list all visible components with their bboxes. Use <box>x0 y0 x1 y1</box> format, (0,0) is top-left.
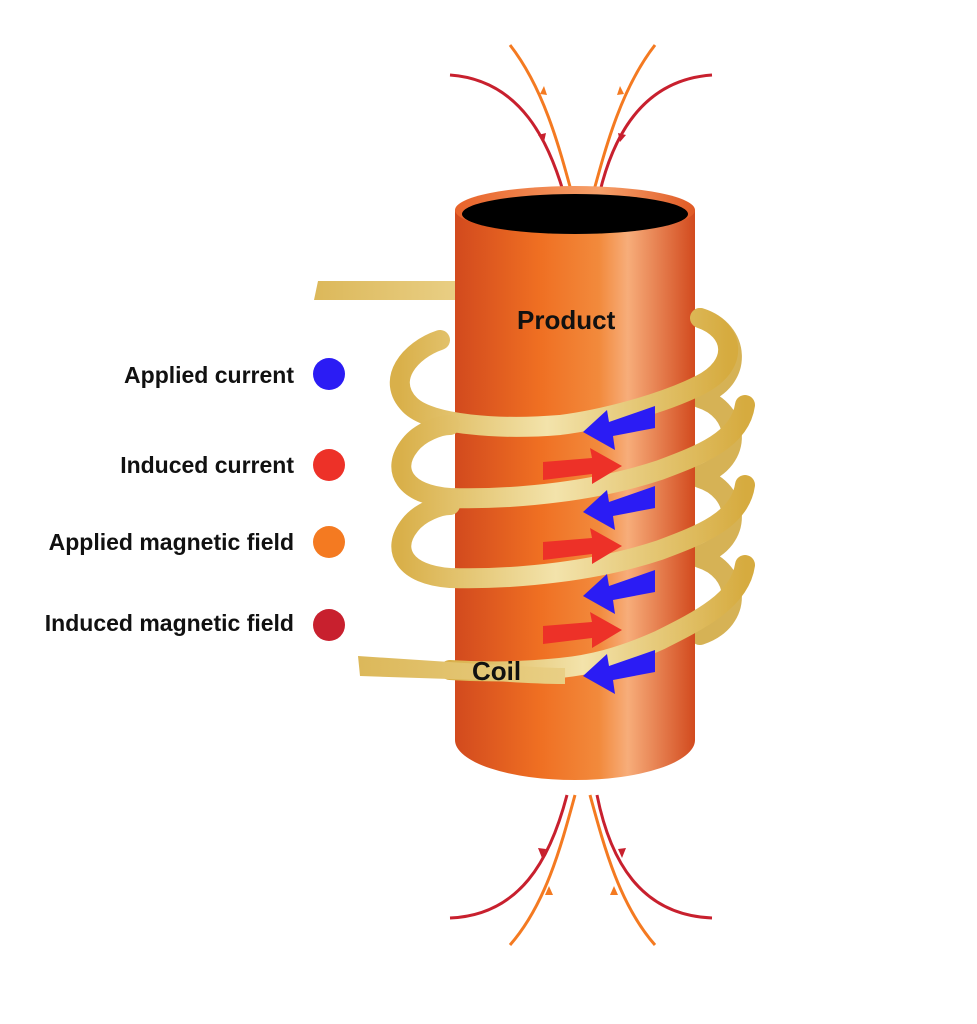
induced-field-line <box>449 73 569 206</box>
legend-label-applied-magnetic-field: Applied magnetic field <box>48 529 294 555</box>
applied-current-arrow <box>583 406 655 450</box>
coil-label: Coil <box>472 656 522 686</box>
legend-label-induced-current: Induced current <box>120 452 294 478</box>
applied-field-line <box>588 794 657 946</box>
arrowhead <box>538 133 546 142</box>
legend-swatch-applied-current <box>313 358 345 390</box>
arrowhead <box>540 86 547 95</box>
applied-current-arrow <box>583 486 655 530</box>
field-lines-bottom <box>449 794 713 946</box>
induced-field-line <box>595 73 713 206</box>
applied-current-arrow <box>583 650 655 694</box>
arrowhead <box>618 848 626 858</box>
induced-current-arrow <box>543 448 622 484</box>
legend-swatch-applied-magnetic-field <box>313 526 345 558</box>
applied-field-line <box>588 44 657 206</box>
legend-swatch-induced-current <box>313 449 345 481</box>
legend-label-applied-current: Applied current <box>124 362 294 388</box>
applied-current-arrow <box>583 570 655 614</box>
arrowhead <box>545 886 553 895</box>
induced-field-line <box>595 794 713 920</box>
applied-field-line <box>508 44 577 206</box>
induced-current-arrows <box>543 448 622 648</box>
arrowhead <box>617 86 624 95</box>
arrowhead <box>610 886 618 895</box>
induced-current-arrow <box>543 528 622 564</box>
induced-field-line <box>449 794 569 920</box>
legend-swatch-induced-magnetic-field <box>313 609 345 641</box>
induced-current-arrow <box>543 612 622 648</box>
product-label: Product <box>517 305 616 335</box>
field-lines-top <box>449 44 713 206</box>
coil-top-lead <box>314 281 460 300</box>
arrowhead <box>618 133 626 142</box>
applied-field-line <box>508 794 577 946</box>
cylinder-opening <box>462 194 688 234</box>
arrowhead <box>538 848 546 858</box>
legend-label-induced-magnetic-field: Induced magnetic field <box>44 610 294 636</box>
applied-current-arrows <box>583 406 655 694</box>
coil-bottom-lead <box>358 656 565 684</box>
